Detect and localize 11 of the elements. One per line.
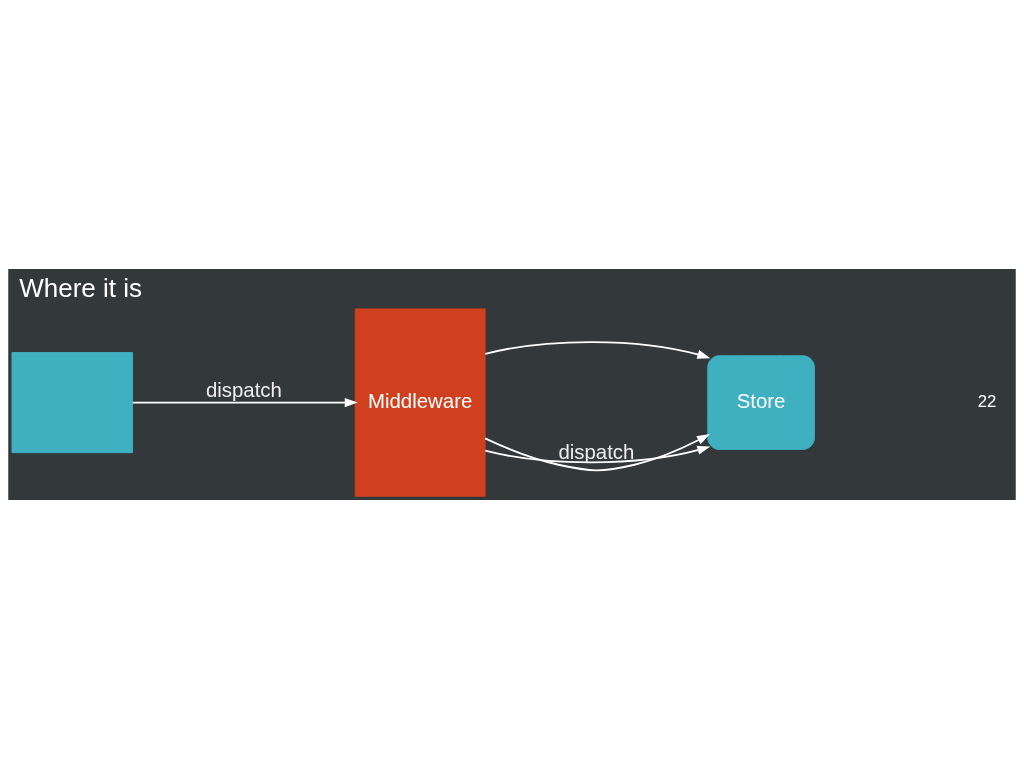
node-box: Store <box>707 354 815 450</box>
diagram-title: Where it is <box>19 272 142 303</box>
label: 22 <box>977 391 997 411</box>
edge-label: dispatch <box>205 378 282 401</box>
arrow <box>131 397 358 407</box>
arrow <box>484 445 711 463</box>
arrow <box>484 340 711 359</box>
node-box <box>11 351 134 453</box>
arrow <box>484 433 710 471</box>
edge-label: dispatch <box>558 440 635 463</box>
node-box: Middleware <box>354 307 486 497</box>
